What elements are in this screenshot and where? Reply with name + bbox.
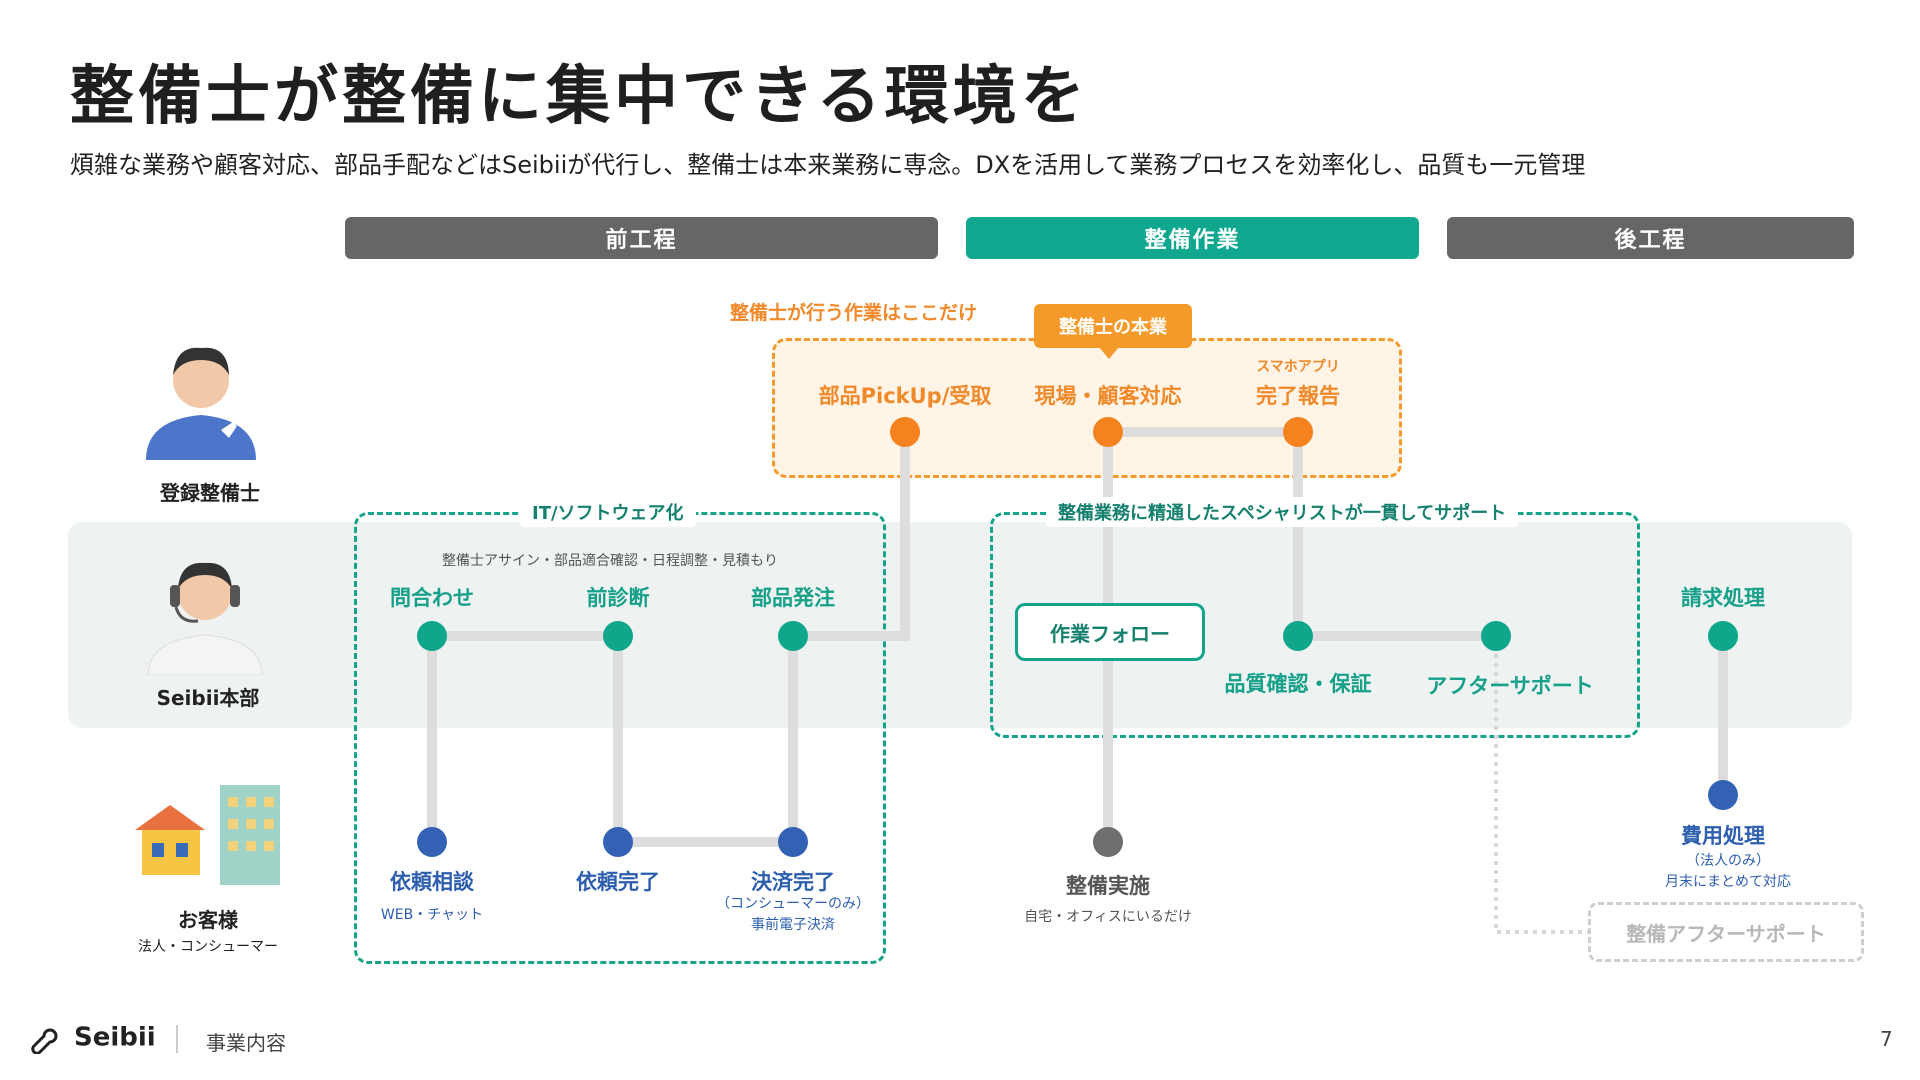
node-quality xyxy=(1283,621,1313,651)
node-parts-order xyxy=(778,621,808,651)
actor-customer: お客様 xyxy=(178,908,238,932)
after-support-box: 整備アフターサポート xyxy=(1588,902,1864,962)
node-cost xyxy=(1708,780,1738,810)
callout-tail xyxy=(1099,347,1119,359)
page-number: 7 xyxy=(1880,1027,1893,1051)
node-inquiry-label: 問合わせ xyxy=(390,586,474,610)
node-prediag xyxy=(603,621,633,651)
actor-customer-sub: 法人・コンシューマー xyxy=(138,939,278,955)
node-prediag-label: 前診断 xyxy=(586,586,650,610)
phase-maintenance: 整備作業 xyxy=(966,217,1419,259)
node-request-sub: WEB・チャット xyxy=(380,907,484,923)
hq-operator-avatar xyxy=(147,562,263,675)
work-follow-box: 作業フォロー xyxy=(1015,603,1205,661)
it-zone-label: IT/ソフトウェア化 xyxy=(520,497,696,527)
node-request xyxy=(417,827,447,857)
node-cost-sub2: 月末にまとめて対応 xyxy=(1665,874,1791,890)
node-billing-label: 請求処理 xyxy=(1681,586,1765,610)
node-request-label: 依頼相談 xyxy=(390,870,474,894)
app-note: スマホアプリ xyxy=(1256,359,1340,375)
node-cost-label: 費用処理 xyxy=(1681,824,1765,848)
node-report-label: 完了報告 xyxy=(1256,384,1340,408)
node-billing xyxy=(1708,621,1738,651)
node-report xyxy=(1283,417,1313,447)
wrench-logo-icon xyxy=(31,1028,58,1055)
node-execution xyxy=(1093,827,1123,857)
page-subtitle: 煩雑な業務や顧客対応、部品手配などはSeibiiが代行し、整備士は本来業務に専念… xyxy=(70,151,1586,179)
mechanic-avatar xyxy=(146,347,256,460)
it-tasks-text: 整備士アサイン・部品適合確認・日程調整・見積もり xyxy=(442,553,778,569)
node-inquiry xyxy=(417,621,447,651)
footer-logo-text: Seibii xyxy=(74,1022,156,1053)
footer-divider xyxy=(176,1025,178,1053)
node-parts-pickup xyxy=(890,417,920,447)
node-payment-sub2: 事前電子決済 xyxy=(751,917,835,933)
hq-band xyxy=(68,522,1852,728)
customer-buildings-icon xyxy=(135,785,280,885)
actor-mechanic: 登録整備士 xyxy=(160,481,260,505)
footer-section: 事業内容 xyxy=(206,1031,286,1055)
node-execution-label: 整備実施 xyxy=(1066,874,1150,898)
node-execution-sub: 自宅・オフィスにいるだけ xyxy=(1024,909,1192,925)
footer-logo: Seibii xyxy=(30,1022,156,1055)
node-payment-label: 決済完了 xyxy=(751,870,835,894)
phase-pre: 前工程 xyxy=(345,217,938,259)
node-quality-label: 品質確認・保証 xyxy=(1224,672,1372,696)
node-payment-sub1: （コンシューマーのみ） xyxy=(716,896,870,912)
node-onsite xyxy=(1093,417,1123,447)
node-onsite-label: 現場・顧客対応 xyxy=(1034,384,1182,408)
node-payment xyxy=(778,827,808,857)
node-request-done xyxy=(603,827,633,857)
core-work-callout: 整備士の本業 xyxy=(1034,304,1192,348)
node-aftersupport xyxy=(1481,621,1511,651)
mechanic-work-label: 整備士が行う作業はここだけ xyxy=(730,302,978,324)
page-title: 整備士が整備に集中できる環境を xyxy=(70,60,1089,134)
node-aftersupport-label: アフターサポート xyxy=(1426,674,1594,698)
node-cost-sub1: （法人のみ） xyxy=(1686,853,1770,869)
node-request-done-label: 依頼完了 xyxy=(576,870,660,894)
specialist-zone-label: 整備業務に精通したスペシャリストが一貫してサポート xyxy=(1046,497,1519,527)
actor-hq: Seibii本部 xyxy=(156,686,260,710)
node-parts-pickup-label: 部品PickUp/受取 xyxy=(818,384,992,408)
phase-post: 後工程 xyxy=(1447,217,1854,259)
node-parts-order-label: 部品発注 xyxy=(751,586,835,610)
